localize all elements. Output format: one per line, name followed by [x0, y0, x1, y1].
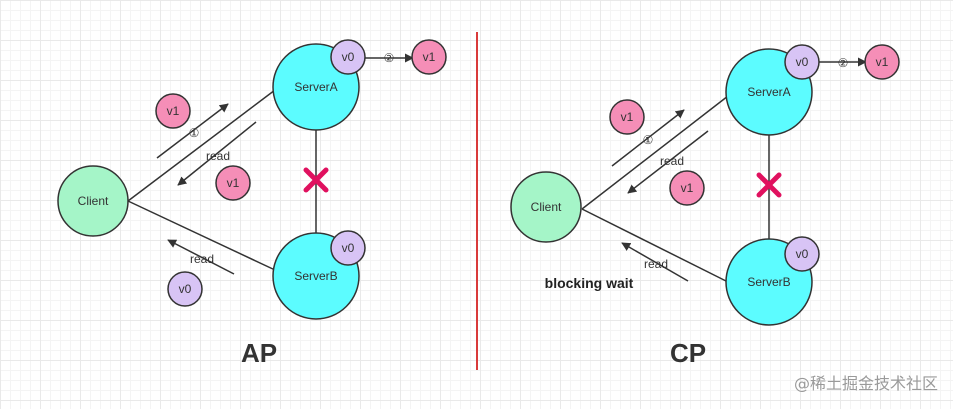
ap-write-arrow [156, 103, 229, 159]
ap-step-replicate-label: ② [384, 51, 395, 65]
cp-client-servera-link [581, 95, 729, 210]
ap-read-a-value-bubble [215, 165, 251, 201]
cp-write-value-bubble [609, 99, 645, 135]
cp-client-node [510, 171, 582, 243]
cp-read-b-arrow [621, 242, 689, 282]
cp-read-a-arrow [627, 130, 709, 194]
cp-client-label: Client [531, 200, 562, 214]
ap-partition-mark [303, 167, 329, 193]
cp-read-b-label: read [644, 257, 668, 271]
ap-write-value-bubble [155, 93, 191, 129]
cp-partition-mark [756, 172, 782, 198]
ap-servera-version: v0 [342, 50, 355, 64]
cp-read-a-value: v1 [681, 181, 694, 195]
ap-read-b-label: read [190, 252, 214, 266]
cp-servera-version-bubble [784, 44, 820, 80]
ap-client-node [57, 165, 129, 237]
cp-client-serverb-link [581, 208, 729, 283]
cp-serverb-label: ServerB [747, 275, 790, 289]
cp-replicated-version: v1 [876, 55, 889, 69]
ap-read-a-value: v1 [227, 176, 240, 190]
ap-step-write-label: ① [189, 126, 200, 140]
cp-serverb-version: v0 [796, 247, 809, 261]
cp-servera-version: v0 [796, 55, 809, 69]
cp-replicated-version-bubble [864, 44, 900, 80]
cp-write-arrow [611, 109, 685, 167]
ap-client-label: Client [78, 194, 109, 208]
cp-serverb-version-bubble [784, 236, 820, 272]
ap-serverb-version-bubble [330, 230, 366, 266]
ap-replicated-version-bubble [411, 39, 447, 75]
cp-servera-label: ServerA [747, 85, 790, 99]
ap-read-a-label: read [206, 149, 230, 163]
cp-write-value: v1 [621, 110, 634, 124]
ap-client-serverb-link [127, 200, 276, 271]
ap-read-a-arrow [177, 121, 257, 186]
cp-step-replicate-label: ② [838, 56, 849, 70]
cp-blocking-note: blocking wait [545, 275, 634, 291]
ap-read-b-value: v0 [179, 282, 192, 296]
ap-client-servera-link [127, 89, 276, 202]
watermark-text: @稀土掘金技术社区 [794, 374, 938, 393]
ap-title: AP [241, 338, 277, 368]
ap-servera-version-bubble [330, 39, 366, 75]
cp-read-a-value-bubble [669, 170, 705, 206]
cp-panel: Client ServerA ServerB v0 v1 v0 v1 v1 ① … [510, 44, 900, 368]
ap-read-b-arrow [167, 239, 235, 275]
ap-serverb-label: ServerB [294, 269, 337, 283]
ap-replicated-version: v1 [423, 50, 436, 64]
ap-serverb-version: v0 [342, 241, 355, 255]
ap-read-b-value-bubble [167, 271, 203, 307]
ap-panel: Client ServerA ServerB v0 v1 v0 v1 v1 v0… [57, 39, 447, 368]
cp-read-a-label: read [660, 154, 684, 168]
ap-servera-label: ServerA [294, 80, 337, 94]
cp-title: CP [670, 338, 706, 368]
cp-step-write-label: ① [643, 133, 654, 147]
ap-write-value: v1 [167, 104, 180, 118]
